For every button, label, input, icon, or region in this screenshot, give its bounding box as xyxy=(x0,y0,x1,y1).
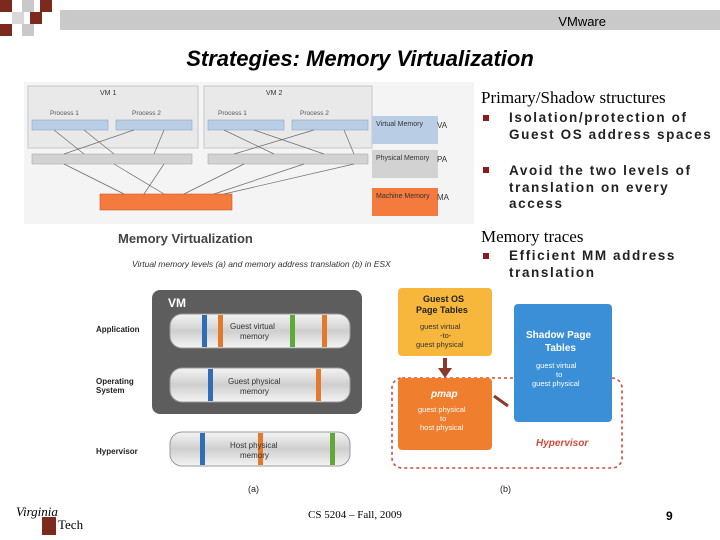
diagram-caption-subtitle: Virtual memory levels (a) and memory add… xyxy=(132,259,391,269)
bullet-marker xyxy=(483,115,489,121)
logo-line2: Tech xyxy=(58,517,84,532)
legend-machine: Machine Memory xyxy=(376,193,430,200)
footer-course: CS 5204 – Fall, 2009 xyxy=(308,509,402,521)
bullet-marker xyxy=(483,253,489,259)
legend-ma: MA xyxy=(437,193,450,202)
bullet-marker xyxy=(483,167,489,173)
memory-levels-diagram: VM 1 VM 2 Process 1 Process 2 Process 1 … xyxy=(24,82,474,224)
legend-virtual: Virtual Memory xyxy=(376,121,423,128)
legend-va: VA xyxy=(437,121,448,130)
header-brand: VMware xyxy=(558,14,606,29)
label-b: (b) xyxy=(500,484,511,494)
corner-decoration xyxy=(0,0,60,40)
process-label: Process 2 xyxy=(132,110,161,117)
hypervisor-label: Hypervisor xyxy=(536,438,589,449)
guest-pt-desc: guest virtual-to-guest physical xyxy=(416,322,464,349)
section-heading: Memory traces xyxy=(481,227,584,246)
bullet-text: Efficient MM address translation xyxy=(509,248,677,280)
bullet-text: Isolation/protection of Guest OS address… xyxy=(509,110,713,142)
header-bar xyxy=(60,10,720,30)
row-label-hypervisor: Hypervisor xyxy=(96,447,138,456)
vm-box-label: VM xyxy=(168,296,186,310)
slide-title: Strategies: Memory Virtualization xyxy=(186,46,534,71)
diagram-caption-title: Memory Virtualization xyxy=(118,231,253,246)
label-a: (a) xyxy=(248,484,259,494)
vm2-label: VM 2 xyxy=(266,90,282,97)
page-number: 9 xyxy=(666,509,673,523)
pmap-title: pmap xyxy=(430,389,458,400)
legend-physical: Physical Memory xyxy=(376,155,430,162)
logo-line1: Virginia xyxy=(16,504,58,519)
row-label-application: Application xyxy=(96,325,140,334)
process-label: Process 1 xyxy=(50,110,79,117)
university-logo: Virginia Tech xyxy=(16,504,83,538)
section-heading: Primary/Shadow structures xyxy=(481,88,666,107)
vm1-label: VM 1 xyxy=(100,90,116,97)
process-label: Process 1 xyxy=(218,110,247,117)
process-label: Process 2 xyxy=(300,110,329,117)
legend-pa: PA xyxy=(437,155,448,164)
bullet-text: Avoid the two levels of translation on e… xyxy=(509,163,692,211)
logo-shield-icon xyxy=(42,517,56,536)
